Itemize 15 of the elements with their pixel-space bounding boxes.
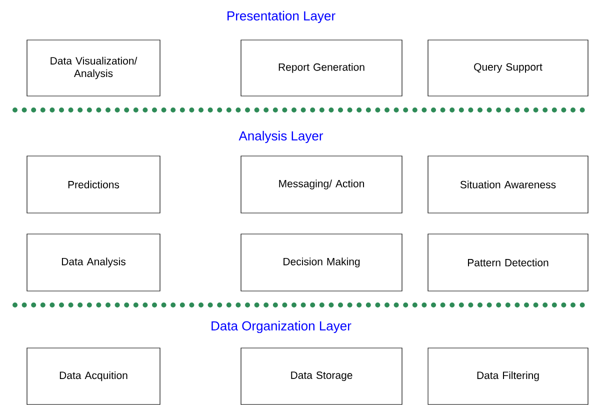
process-box: Pattern Detection bbox=[428, 234, 588, 292]
process-box: Data Acquition bbox=[26, 348, 160, 405]
process-box: Data Analysis bbox=[26, 234, 160, 292]
process-box: Data Filtering bbox=[428, 348, 588, 405]
process-box: Data Storage bbox=[240, 348, 402, 405]
process-box: Situation Awareness bbox=[428, 156, 588, 214]
process-box: Data Visualization/ Analysis bbox=[26, 40, 160, 96]
layer-title: Analysis Layer bbox=[238, 130, 324, 144]
process-box: Predictions bbox=[26, 156, 160, 214]
process-box: Report Generation bbox=[240, 40, 402, 96]
layer-title: Data Organization Layer bbox=[212, 320, 352, 334]
process-box: Messaging/ Action bbox=[240, 156, 402, 214]
process-box: Decision Making bbox=[240, 234, 402, 292]
process-box: Query Support bbox=[428, 40, 588, 96]
layer-title: Presentation Layer bbox=[228, 10, 336, 24]
